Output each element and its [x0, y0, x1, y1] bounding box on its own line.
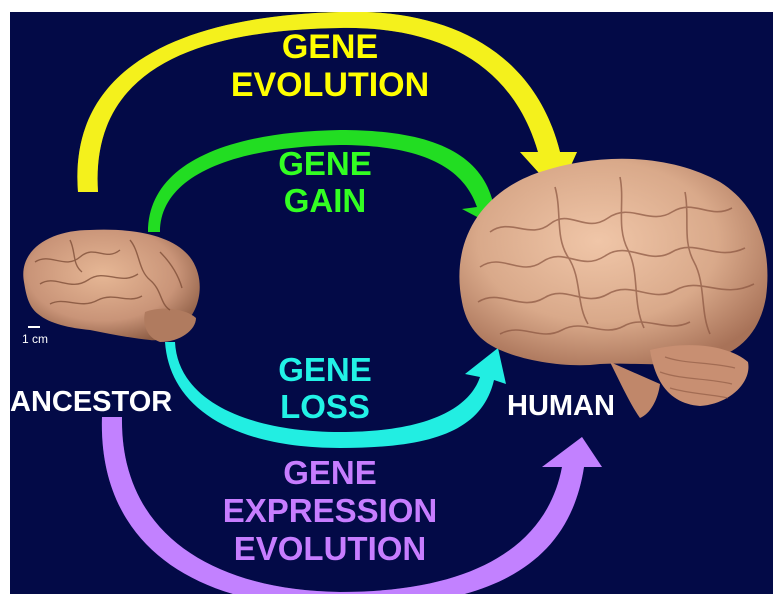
ancestor-brain-image [23, 230, 199, 342]
gene-loss-line-1: GENE [260, 352, 390, 389]
gene-evolution-line-1: GENE [225, 28, 435, 66]
gene-expression-evolution-line-1: GENE [190, 454, 470, 492]
gene-loss-label: GENE LOSS [260, 352, 390, 426]
gene-gain-label: GENE GAIN [250, 146, 400, 220]
gene-gain-line-1: GENE [250, 146, 400, 183]
ancestor-label: ANCESTOR [10, 386, 172, 419]
gene-expression-evolution-line-2: EXPRESSION [190, 492, 470, 530]
gene-gain-line-2: GAIN [250, 183, 400, 220]
gene-expression-evolution-line-3: EVOLUTION [190, 530, 470, 568]
human-label: HUMAN [507, 390, 615, 423]
gene-loss-line-2: LOSS [260, 389, 390, 426]
gene-expression-evolution-label: GENE EXPRESSION EVOLUTION [190, 454, 470, 568]
diagram-canvas: 1 cm GENE EVOLUTION GENE GAIN GENE LOSS … [10, 12, 773, 594]
human-brain-image [459, 159, 767, 418]
gene-evolution-line-2: EVOLUTION [225, 66, 435, 104]
scale-bar [28, 326, 40, 328]
scale-bar-label: 1 cm [22, 332, 48, 346]
gene-evolution-label: GENE EVOLUTION [225, 28, 435, 104]
